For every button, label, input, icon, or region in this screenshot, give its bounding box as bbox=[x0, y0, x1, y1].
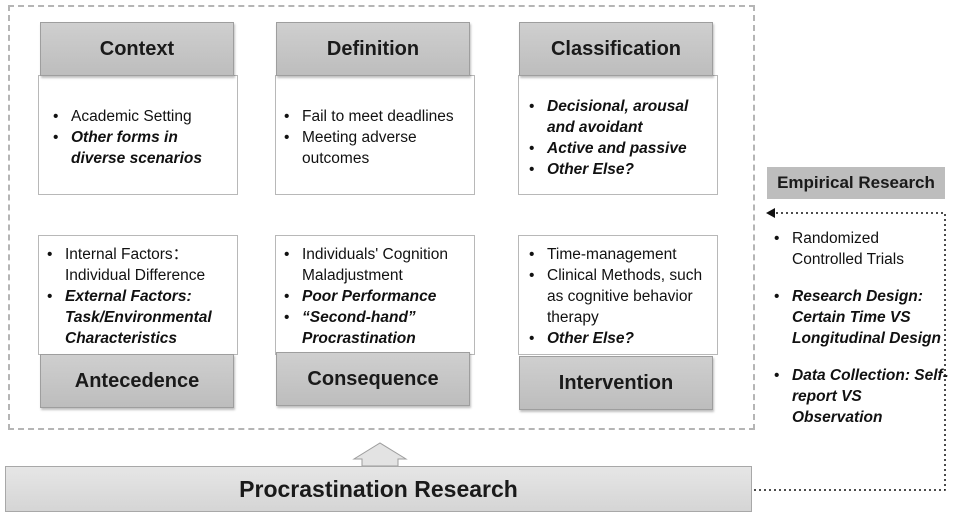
consequence-list: Individuals' Cognition MaladjustmentPoor… bbox=[278, 244, 474, 349]
definition-list: Fail to meet deadlinesMeeting adverse ou… bbox=[278, 106, 474, 169]
definition-header: Definition bbox=[276, 22, 470, 76]
research-frame bbox=[8, 5, 755, 430]
list-item: External Factors: Task/Environmental Cha… bbox=[41, 286, 237, 349]
list-item: Fail to meet deadlines bbox=[278, 106, 474, 127]
classification-header: Classification bbox=[519, 22, 713, 76]
list-item: Research Design: Certain Time VS Longitu… bbox=[768, 286, 948, 349]
feedback-arrowhead bbox=[766, 208, 775, 218]
list-item: Poor Performance bbox=[278, 286, 474, 307]
intervention-list: Time-managementClinical Methods, such as… bbox=[523, 244, 715, 349]
empirical-research-title: Empirical Research bbox=[767, 167, 945, 199]
list-item: Other forms in diverse scenarios bbox=[47, 127, 232, 169]
feedback-dotted-line bbox=[754, 212, 946, 491]
list-item: Academic Setting bbox=[47, 106, 232, 127]
classification-box: Decisional, arousal and avoidantActive a… bbox=[518, 75, 718, 195]
definition-box: Fail to meet deadlinesMeeting adverse ou… bbox=[275, 75, 475, 195]
list-item: Other Else? bbox=[523, 328, 715, 349]
intervention-box: Time-managementClinical Methods, such as… bbox=[518, 235, 718, 355]
consequence-box: Individuals' Cognition MaladjustmentPoor… bbox=[275, 235, 475, 355]
list-item: “Second-hand” Procrastination bbox=[278, 307, 474, 349]
list-item: Decisional, arousal and avoidant bbox=[523, 96, 715, 138]
list-item: Other Else? bbox=[523, 159, 715, 180]
antecedence-box: Internal Factors：Individual DifferenceEx… bbox=[38, 235, 238, 355]
context-list: Academic SettingOther forms in diverse s… bbox=[47, 106, 232, 169]
list-item: Data Collection: Self-report VS Observat… bbox=[768, 365, 948, 428]
antecedence-list: Internal Factors：Individual DifferenceEx… bbox=[41, 244, 237, 349]
list-item: Randomized Controlled Trials bbox=[768, 228, 948, 270]
list-item: Clinical Methods, such as cognitive beha… bbox=[523, 265, 715, 328]
context-box: Academic SettingOther forms in diverse s… bbox=[38, 75, 238, 195]
context-header: Context bbox=[40, 22, 234, 76]
list-item: Active and passive bbox=[523, 138, 715, 159]
procrastination-research-bar: Procrastination Research bbox=[5, 466, 752, 512]
list-item: Meeting adverse outcomes bbox=[278, 127, 474, 169]
intervention-header: Intervention bbox=[519, 356, 713, 410]
list-item: Time-management bbox=[523, 244, 715, 265]
empirical-research-list: Randomized Controlled TrialsResearch Des… bbox=[768, 228, 948, 428]
classification-list: Decisional, arousal and avoidantActive a… bbox=[523, 96, 715, 180]
list-item: Individuals' Cognition Maladjustment bbox=[278, 244, 474, 286]
list-item: Internal Factors：Individual Difference bbox=[41, 244, 237, 286]
up-arrow bbox=[352, 442, 408, 467]
antecedence-header: Antecedence bbox=[40, 354, 234, 408]
consequence-header: Consequence bbox=[276, 352, 470, 406]
